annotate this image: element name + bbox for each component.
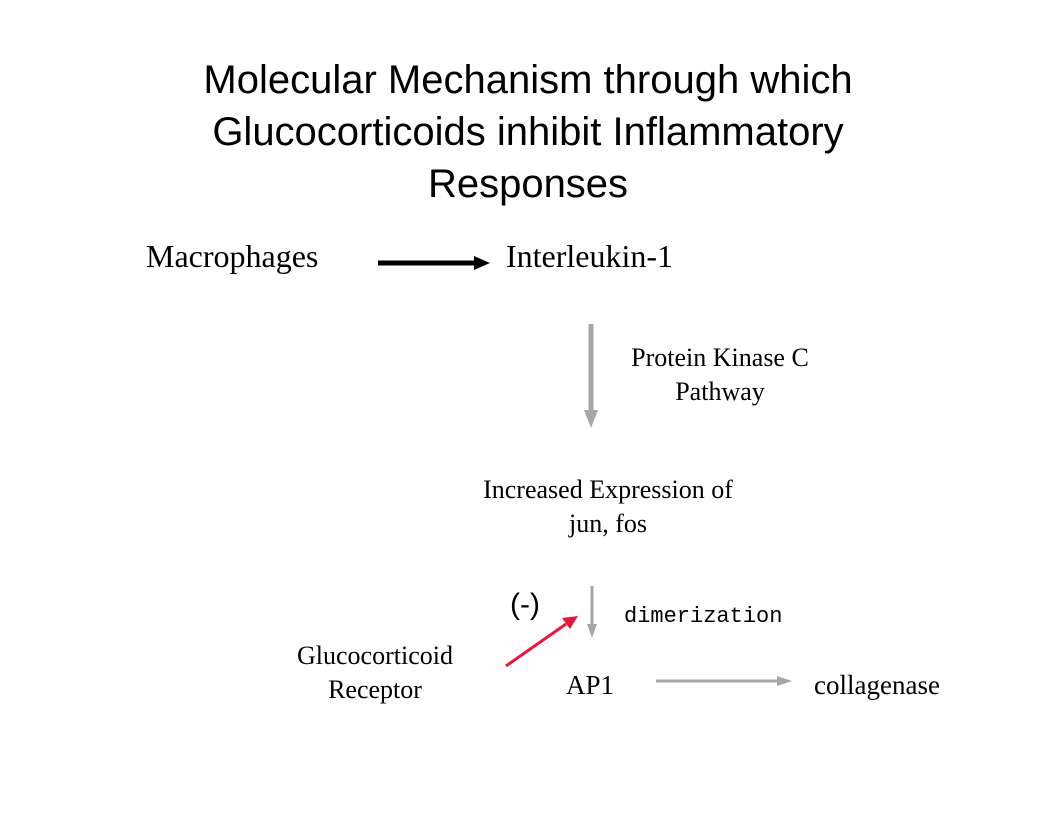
node-ap1: AP1 xyxy=(566,670,615,700)
label-protein-kinase-c-pathway: Protein Kinase C Pathway xyxy=(600,341,840,409)
arrow-dimerization xyxy=(587,586,597,638)
arrow-receptor-inhibition xyxy=(505,616,578,668)
title-line-2: Glucocorticoids inhibit Inflammatory xyxy=(212,110,844,154)
node-glucocorticoid-receptor: Glucocorticoid Receptor xyxy=(260,639,490,707)
gr-line-2: Receptor xyxy=(328,675,422,704)
pkc-line-1: Protein Kinase C xyxy=(631,343,809,372)
node-interleukin-1: Interleukin-1 xyxy=(506,238,674,274)
node-collagenase: collagenase xyxy=(814,670,940,700)
node-increased-expression: Increased Expression of jun, fos xyxy=(428,473,788,541)
title-line-1: Molecular Mechanism through which xyxy=(203,58,853,102)
pkc-line-2: Pathway xyxy=(675,377,765,406)
label-inhibition: (-) xyxy=(510,588,540,621)
expression-line-2: jun, fos xyxy=(569,509,647,538)
diagram-title: Molecular Mechanism through which Glucoc… xyxy=(0,54,1056,210)
node-macrophages: Macrophages xyxy=(146,238,319,274)
arrow-pkc-pathway xyxy=(584,324,598,428)
title-line-3: Responses xyxy=(427,162,629,206)
gr-line-1: Glucocorticoid xyxy=(297,641,453,670)
label-dimerization: dimerization xyxy=(624,604,783,629)
expression-line-1: Increased Expression of xyxy=(483,475,733,504)
arrow-macrophages-to-interleukin xyxy=(378,256,490,270)
arrow-ap1-to-collagenase xyxy=(656,676,792,686)
